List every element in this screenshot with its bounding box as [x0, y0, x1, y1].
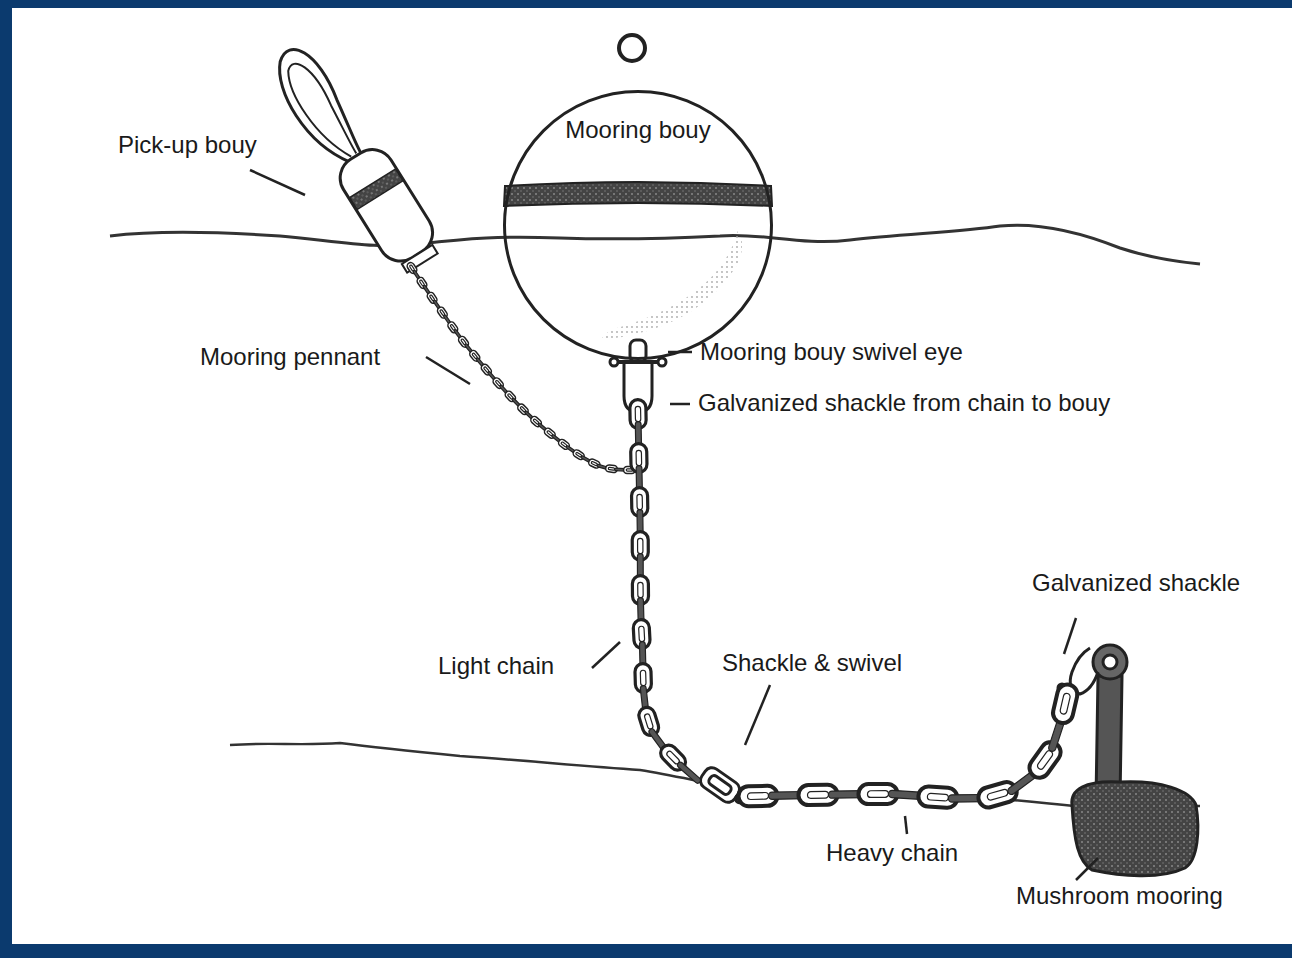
buoy-label: Mooring bouy	[503, 90, 773, 144]
water-surface	[110, 225, 1200, 264]
light-chain	[630, 400, 702, 785]
part-label: Galvanized shackle	[1032, 569, 1240, 597]
leader-lines	[250, 170, 1098, 880]
mushroom-anchor	[1072, 645, 1198, 876]
part-label: Galvanized shackle from chain to bouy	[698, 389, 1110, 417]
part-label: Shackle & swivel	[722, 649, 902, 677]
buoy-top-ring	[619, 35, 645, 61]
heavy-chain	[738, 682, 1079, 809]
part-label: Light chain	[438, 652, 554, 680]
pennant-chain	[406, 261, 635, 473]
part-label: Mooring bouy swivel eye	[700, 338, 963, 366]
buoy-circle: Mooring bouy	[503, 90, 773, 360]
part-label: Mooring pennant	[200, 343, 380, 371]
part-label: Heavy chain	[826, 839, 958, 867]
pick-up-buoy	[265, 35, 447, 278]
buoy-band	[504, 182, 772, 340]
chains	[406, 261, 1079, 810]
part-label: Pick-up bouy	[118, 131, 257, 159]
part-label: Mushroom mooring	[1016, 882, 1223, 910]
